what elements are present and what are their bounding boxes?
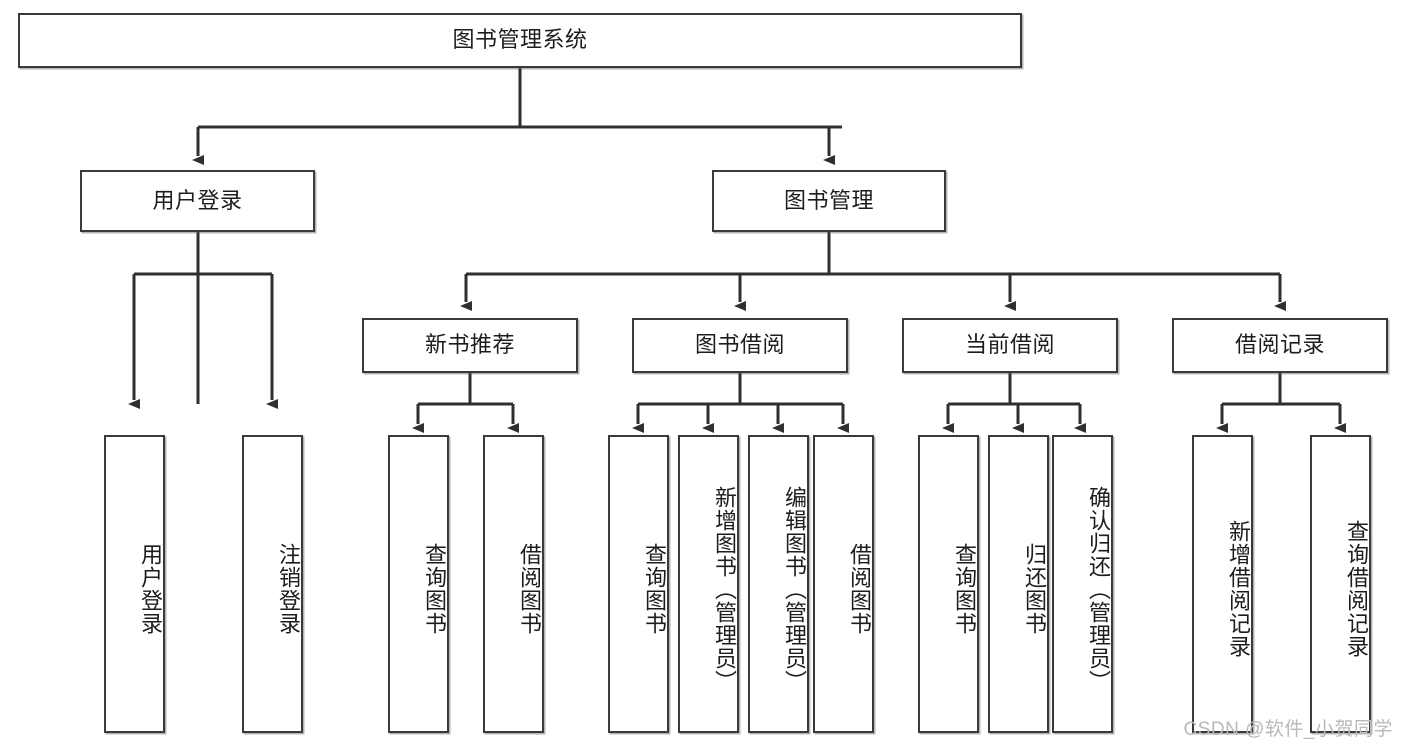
node-label: 借阅记录: [1234, 332, 1325, 358]
node-label: 图书管理: [783, 187, 874, 213]
node-leaf-return-book[interactable]: 归还图书: [988, 435, 1049, 733]
node-leaf-add-book[interactable]: 新增图书（管理员）: [678, 435, 739, 733]
node-label: 图书管理系统: [452, 27, 588, 53]
node-label: 归还图书: [1022, 543, 1047, 635]
node-borrow-record[interactable]: 借阅记录: [1172, 318, 1388, 373]
node-leaf-query-book-1[interactable]: 查询图书: [388, 435, 449, 733]
node-root-system[interactable]: 图书管理系统: [18, 13, 1022, 68]
node-label: 新增借阅记录: [1226, 520, 1251, 658]
node-label: 用户登录: [138, 543, 163, 635]
node-book-manage[interactable]: 图书管理: [712, 170, 946, 232]
node-leaf-query-book-3[interactable]: 查询图书: [918, 435, 979, 733]
node-user-login[interactable]: 用户登录: [80, 170, 315, 232]
node-leaf-user-login[interactable]: 用户登录: [104, 435, 165, 733]
node-leaf-borrow-book-1[interactable]: 借阅图书: [483, 435, 544, 733]
node-label: 确认归还（管理员）: [1086, 485, 1111, 693]
node-leaf-add-record[interactable]: 新增借阅记录: [1192, 435, 1253, 733]
node-leaf-confirm-return[interactable]: 确认归还（管理员）: [1052, 435, 1113, 733]
node-label: 注销登录: [276, 543, 301, 635]
node-label: 借阅图书: [847, 543, 872, 635]
node-leaf-query-record[interactable]: 查询借阅记录: [1310, 435, 1371, 733]
node-label: 图书借阅: [694, 332, 785, 358]
node-leaf-borrow-book-2[interactable]: 借阅图书: [813, 435, 874, 733]
node-current-borrow[interactable]: 当前借阅: [902, 318, 1118, 373]
node-leaf-edit-book[interactable]: 编辑图书（管理员）: [748, 435, 809, 733]
node-label: 编辑图书（管理员）: [782, 485, 807, 693]
node-label: 查询图书: [422, 543, 447, 635]
node-new-book-recommend[interactable]: 新书推荐: [362, 318, 578, 373]
node-label: 借阅图书: [517, 543, 542, 635]
node-label: 查询借阅记录: [1344, 520, 1369, 658]
node-label: 查询图书: [642, 543, 667, 635]
node-label: 新书推荐: [424, 332, 515, 358]
node-leaf-logout-login[interactable]: 注销登录: [242, 435, 303, 733]
watermark-text: CSDN @软件_小贺同学: [1183, 719, 1393, 740]
node-label: 用户登录: [152, 187, 243, 213]
node-label: 新增图书（管理员）: [712, 485, 737, 693]
node-label: 查询图书: [952, 543, 977, 635]
node-book-borrow[interactable]: 图书借阅: [632, 318, 848, 373]
node-label: 当前借阅: [964, 332, 1055, 358]
node-leaf-query-book-2[interactable]: 查询图书: [608, 435, 669, 733]
